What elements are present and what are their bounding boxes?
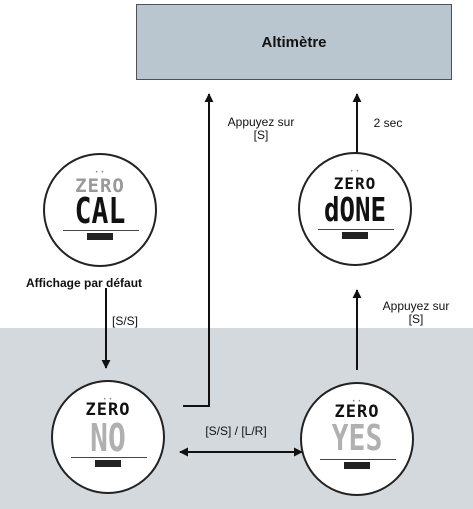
watch-yes: • • ZERO YES: [300, 382, 414, 496]
watch-badge: [344, 462, 370, 469]
watch-face: [43, 153, 157, 267]
label-press-s-left: Appuyez sur [S]: [227, 115, 295, 142]
arrow-no-to-altimetre: [183, 93, 214, 407]
watch-main-text: NO: [90, 416, 126, 460]
watch-no: • • ZERO NO: [51, 380, 165, 494]
watch-cal: • • ZERO CAL: [43, 153, 157, 267]
watch-main-text: CAL: [74, 191, 126, 232]
label-press-s-right: Appuyez sur [S]: [382, 299, 450, 326]
watch-top-text: ZERO: [75, 175, 125, 197]
watch-badge: [342, 232, 368, 239]
label-2-sec: 2 sec: [373, 116, 403, 130]
altimeter-box: Altimètre: [136, 4, 452, 80]
label-ss: [S/S]: [112, 314, 139, 328]
watch-badge: [87, 233, 113, 240]
label-ss-lr: [S/S] / [L/R]: [205, 424, 267, 438]
watch-top-text: ZERO: [333, 174, 377, 193]
watch-done: • • ZERO dONE: [298, 152, 412, 266]
watch-top-text: ZERO: [85, 400, 131, 420]
watch-face: [51, 380, 165, 494]
altimeter-title: Altimètre: [261, 33, 327, 51]
watch-face: [298, 152, 412, 266]
watch-face: [300, 382, 414, 496]
watch-badge: [95, 460, 121, 467]
watch-top-text: ZERO: [334, 402, 380, 422]
watch-main-text: dONE: [323, 190, 386, 229]
watch-main-text: YES: [331, 418, 383, 459]
default-display-caption: Affichage par défaut: [26, 276, 143, 290]
